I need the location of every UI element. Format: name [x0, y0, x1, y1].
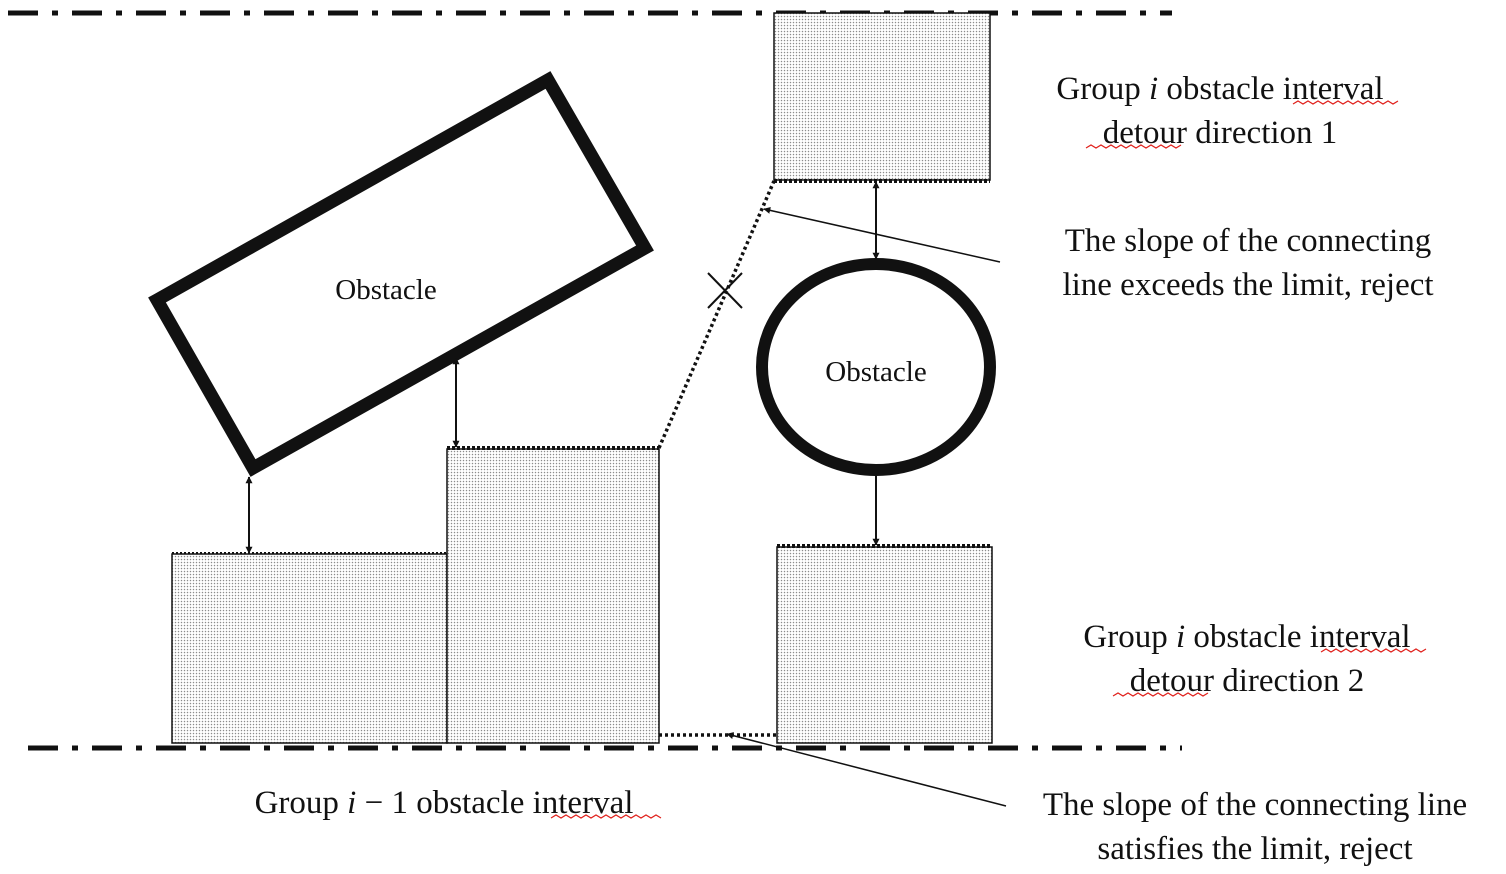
group-prev-block-left	[171, 553, 448, 744]
dir2-line1-i: i	[1176, 619, 1185, 655]
svg-text:Group i obstacle interval: Group i obstacle interval	[1056, 71, 1383, 107]
dir1-line2-b: direction 1	[1187, 115, 1337, 151]
prev-c: interval	[533, 785, 634, 821]
dir1-line1-a: Group	[1056, 71, 1149, 107]
connecting-line-steep	[657, 180, 776, 449]
satisfies-line2: satisfies the limit, reject	[1097, 831, 1412, 867]
dir2-line2-b: direction 2	[1214, 663, 1364, 699]
group-i-dir2-block	[776, 546, 993, 744]
prev-a: Group	[255, 785, 348, 821]
prev-b: obstacle	[408, 785, 533, 821]
rect-obstacle-label: Obstacle	[335, 274, 436, 306]
svg-text:Group i obstacle interval: Group i obstacle interval	[1083, 619, 1410, 655]
dir1-line1-c: interval	[1283, 71, 1384, 107]
label-slope-satisfies: The slope of the connecting line satisfi…	[1043, 787, 1467, 867]
satisfies-line1: The slope of the connecting line	[1043, 787, 1467, 823]
dir1-line1-i: i	[1149, 71, 1158, 107]
leader-line-satisfies	[726, 732, 1007, 807]
dir2-line1-a: Group	[1083, 619, 1176, 655]
exceeds-line1: The slope of the connecting	[1065, 223, 1432, 259]
prev-minus: − 1	[356, 785, 408, 821]
prev-i: i	[347, 785, 356, 821]
reject-cross-icon	[707, 272, 743, 309]
label-slope-exceeds: The slope of the connecting line exceeds…	[1062, 223, 1433, 303]
dir1-line2-a: detour	[1103, 115, 1187, 151]
group-i-dir1-block	[773, 12, 991, 181]
exceeds-line2: line exceeds the limit, reject	[1062, 267, 1433, 303]
circle-obstacle-label: Obstacle	[825, 356, 926, 388]
label-group-prev-interval: Group i − 1 obstacle interval	[255, 785, 662, 821]
dir2-line2-a: detour	[1130, 663, 1214, 699]
circle-obstacle	[756, 258, 996, 476]
rect-obstacle	[148, 71, 654, 477]
dir2-line1-b: obstacle	[1185, 619, 1310, 655]
label-detour-direction-1: Group i obstacle interval detour directi…	[1056, 71, 1399, 151]
svg-text:detour direction 2: detour direction 2	[1130, 663, 1365, 699]
svg-text:detour direction 1: detour direction 1	[1103, 115, 1338, 151]
group-prev-block-middle	[446, 448, 660, 744]
label-detour-direction-2: Group i obstacle interval detour directi…	[1083, 619, 1427, 699]
dir1-line1-b: obstacle	[1158, 71, 1283, 107]
svg-text:Group i − 1 obstacle interval: Group i − 1 obstacle interval	[255, 785, 634, 821]
leader-line-exceeds	[763, 206, 1001, 263]
